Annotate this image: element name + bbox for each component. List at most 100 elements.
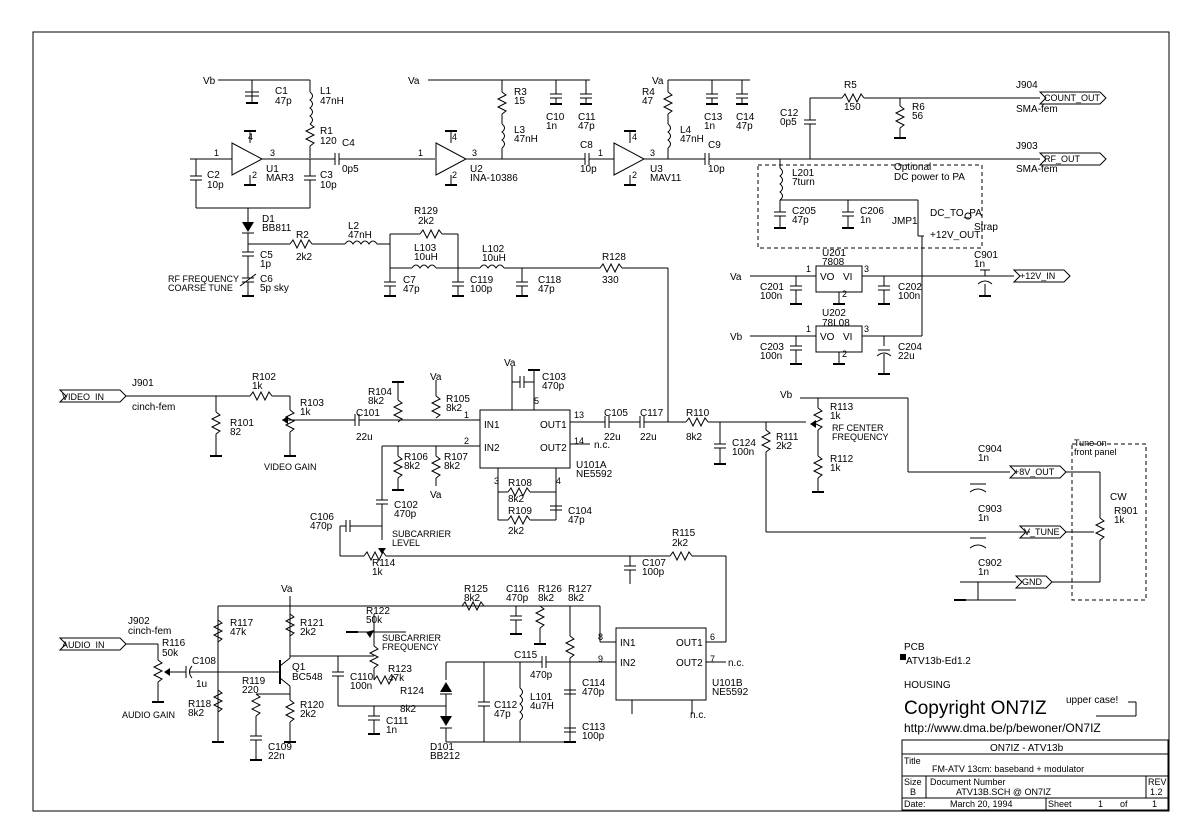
r120-value: 2k2 [300,709,317,720]
net-va-6: Va [730,272,742,283]
net-va-3: Va [504,358,516,369]
strap-label: Strap [974,222,998,233]
c9-value: 10p [708,164,725,175]
c1-value: 47p [275,96,292,107]
r115-ref: R115 [672,528,696,539]
front-panel-label: front panel [1074,447,1117,457]
c14-ref: C14 [736,112,755,123]
pcb-value: ATV13b-Ed1.2 [906,656,971,667]
rf-out-label: RF_OUT [1044,154,1081,164]
tb-sheet-label: Sheet [1048,799,1072,809]
video-in-label: VIDEO_IN [62,392,104,402]
r128-ref: R128 [602,252,626,263]
r121-ref: R121 [300,618,324,629]
r129-value: 2k2 [418,216,435,227]
u1-amplifier [231,142,264,176]
u101b-out2: OUT2 [676,658,703,669]
c8-value: 10p [580,164,597,175]
c11-value: 47p [578,121,595,132]
r104-value: 8k2 [368,396,385,407]
c203-value: 100n [760,351,782,362]
u101b-box [615,627,707,701]
c115-ref: C115 [514,650,538,661]
r117-ref: R117 [230,618,254,629]
u101b-nc2: n.c. [690,710,706,721]
c117-value: 22u [640,432,657,443]
u202-ref: U202 [822,308,846,319]
port-audio-in [58,637,127,651]
c102-ref: C102 [394,500,418,511]
u202-vi: VI [843,332,852,343]
upper-case-note: upper case! [1066,695,1118,706]
c206-value: 1n [860,215,871,226]
c13-ref: C13 [704,112,723,123]
u1-value: MAR3 [266,173,294,184]
r127-ref: R127 [568,584,592,595]
l3-value: 47nH [514,134,538,145]
port-video-in [58,389,127,403]
j901-value: cinch-fem [132,402,175,413]
count-out-label: COUNT_OUT [1044,93,1101,103]
r127-value: 8k2 [568,593,585,604]
pin-u1-4: 4 [248,132,253,142]
l103-ref: L103 [414,243,437,254]
audio-section [58,596,726,761]
u1-ref: U1 [266,164,279,175]
pin-u1-3: 3 [270,148,275,158]
tb-docnum: ATV13B.SCH @ ON7IZ [956,787,1051,797]
c4-value: 0p5 [342,164,359,175]
tb-docnum-label: Document Number [930,777,1006,787]
r126-ref: R126 [538,584,562,595]
c903-ref: C903 [978,504,1002,515]
c7-ref: C7 [403,275,416,286]
c2-ref: C2 [207,170,220,181]
r129-ref: R129 [414,206,438,217]
c109-value: 22n [268,751,285,762]
r109-value: 2k2 [508,526,525,537]
u3-value: MAV11 [650,173,682,184]
r113-value: 1k [830,411,842,422]
r3-value: 15 [514,96,526,107]
r112-ref: R112 [830,454,854,465]
u101b-value: NE5592 [712,687,749,698]
port-12v-in [1012,269,1071,283]
u2-amplifier [435,142,468,176]
r126-value: 8k2 [538,593,555,604]
u101b-out1: OUT1 [676,638,703,649]
pin-u201-2: 2 [842,289,847,299]
c113-value: 100p [582,731,605,742]
tb-date: March 20, 1994 [950,799,1013,809]
net-vb-3: Vb [780,390,793,401]
c5-value: 1p [260,259,272,270]
c104-value: 47p [568,515,585,526]
12v-out-label: +12V_OUT [930,230,980,241]
pin-u101a-1: 1 [464,410,469,420]
net-va-2: Va [652,76,664,87]
c202-ref: C202 [898,282,922,293]
r3-ref: R3 [514,87,527,98]
port-gnd [1014,575,1053,589]
audio-in-label: AUDIO_IN [62,640,105,650]
r118-ref: R118 [188,699,212,710]
r6-ref: R6 [912,102,925,113]
tb-rev-label: REV [1148,777,1167,787]
rf-chain [190,79,1107,422]
u202-vo: VO [820,332,835,343]
c104-ref: C104 [568,506,592,517]
u3-ref: U3 [650,164,663,175]
c206-ref: C206 [860,206,884,217]
c111-value: 1n [386,725,397,736]
c1-ref: C1 [275,86,288,97]
r124-value: 8k2 [400,704,417,715]
u101b-in1: IN1 [620,638,636,649]
d1-ref: D1 [262,214,275,225]
l103-value: 10uH [414,252,438,263]
port-8v-out [1008,465,1067,479]
c201-ref: C201 [760,282,784,293]
c103-value: 470p [542,381,565,392]
u101b-nc: n.c. [728,658,744,669]
r105-value: 8k2 [446,403,463,414]
l2-value: 47nH [348,230,372,241]
c107-value: 100p [642,567,665,578]
r6-value: 56 [912,111,924,122]
